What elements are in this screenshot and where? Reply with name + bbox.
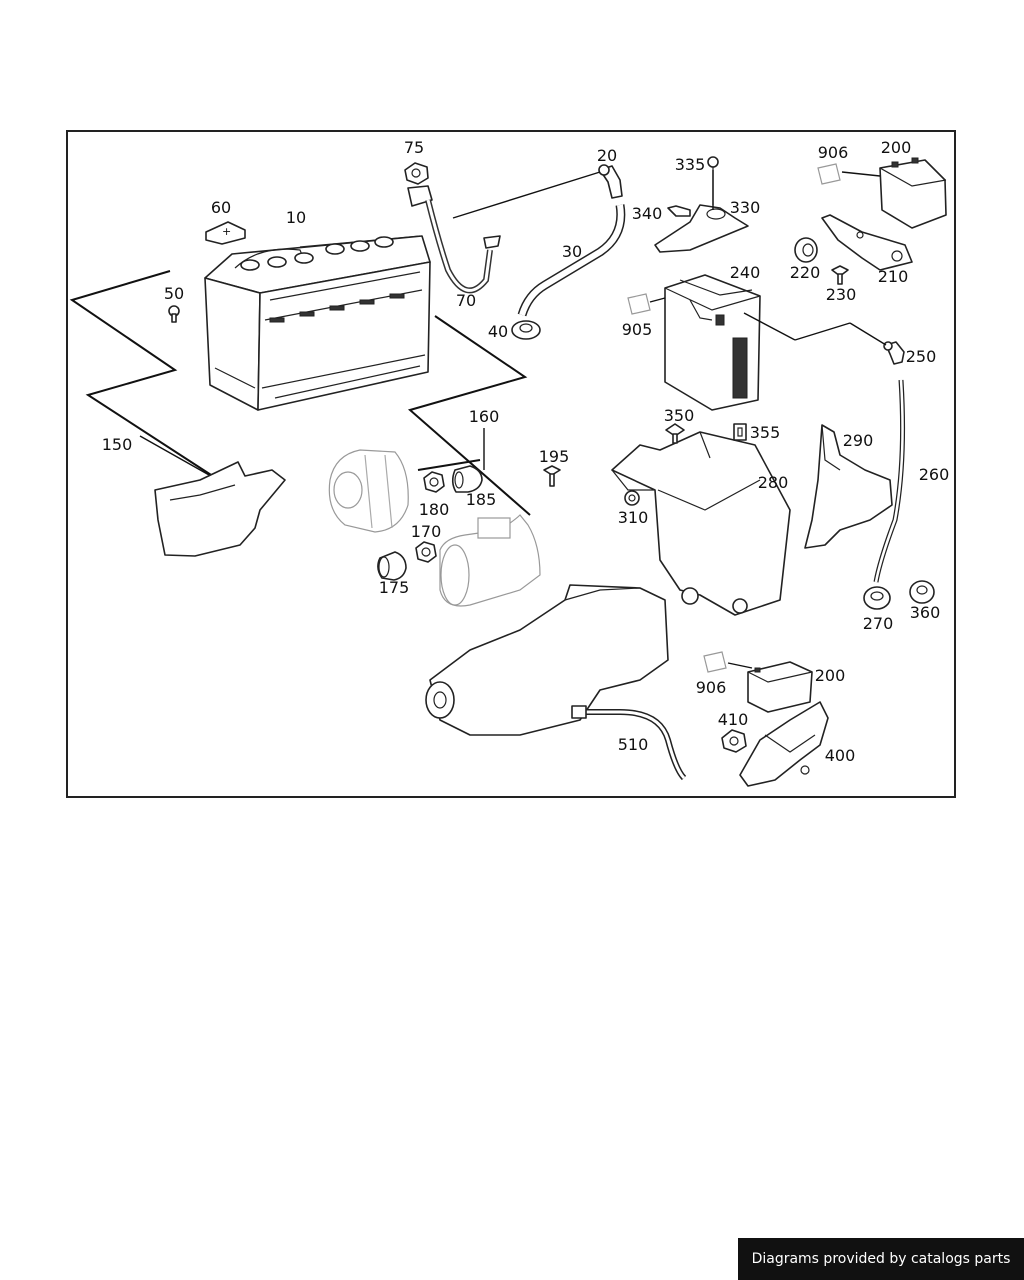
callout-200-top: 200: [881, 138, 912, 157]
vent-elbow-250: [883, 341, 905, 365]
bushing-175: [377, 551, 407, 581]
svg-text:+: +: [222, 225, 231, 238]
callout-330: 330: [730, 198, 761, 217]
bushing-185: [451, 465, 483, 493]
callout-175: 175: [379, 578, 410, 597]
callout-20: 20: [597, 146, 617, 165]
callout-75: 75: [404, 138, 424, 157]
vent-elbow-20: [598, 164, 623, 199]
label-906-top: [817, 163, 841, 185]
nut-180: [423, 471, 445, 493]
lead-906-top: [841, 171, 881, 177]
ground-cable-70: [407, 185, 501, 294]
starter: [439, 514, 541, 607]
bracket-210: [821, 214, 913, 271]
nut-170: [415, 541, 437, 563]
callout-185: 185: [466, 490, 497, 509]
nut-75: [404, 162, 429, 185]
clip-355: [733, 423, 747, 441]
callout-410: 410: [718, 710, 749, 729]
bracket-330: [654, 156, 749, 253]
lead-20-70: [452, 171, 601, 219]
grommet-220: [794, 237, 818, 263]
callout-360: 360: [910, 603, 941, 622]
callout-210: 210: [878, 267, 909, 286]
alternator: [328, 449, 409, 533]
callout-150: 150: [102, 435, 133, 454]
callout-160: 160: [469, 407, 500, 426]
aux-battery-top: [879, 157, 947, 229]
callout-60: 60: [211, 198, 231, 217]
callout-400: 400: [825, 746, 856, 765]
callout-270: 270: [863, 614, 894, 633]
lead-250: [849, 322, 887, 346]
callout-280: 280: [758, 473, 789, 492]
callout-906-bottom: 906: [696, 678, 727, 697]
group-line-160: [417, 459, 481, 471]
lead-906-bottom: [727, 662, 753, 669]
ground-cable-510: [571, 705, 687, 781]
grommet-40: [511, 320, 541, 340]
callout-355: 355: [750, 423, 781, 442]
terminal-cover: [205, 221, 246, 245]
callout-170: 170: [411, 522, 442, 541]
callout-340: 340: [632, 204, 663, 223]
bracket-290: [804, 424, 893, 549]
lead-905: [649, 297, 666, 303]
callout-906-top: 906: [818, 143, 849, 162]
callout-195: 195: [539, 447, 570, 466]
battery-tray-280: [611, 431, 791, 616]
callout-50: 50: [164, 284, 184, 303]
vent-hose-30: [517, 204, 626, 317]
lead-240b: [794, 322, 851, 341]
grommet-270: [863, 586, 891, 610]
fuse-box-150: [154, 461, 286, 557]
callout-250: 250: [906, 347, 937, 366]
aux-battery-bottom: [747, 661, 813, 713]
nut-310: [624, 490, 640, 506]
main-battery: [204, 235, 431, 411]
bracket-400: [739, 701, 829, 787]
screw-230: [831, 265, 849, 285]
callout-290: 290: [843, 431, 874, 450]
callout-240: 240: [730, 263, 761, 282]
callout-200-bottom: 200: [815, 666, 846, 685]
callout-180: 180: [419, 500, 450, 519]
lead-240: [743, 312, 796, 341]
callout-350: 350: [664, 406, 695, 425]
nut-410: [721, 729, 747, 753]
battery-240: [664, 274, 761, 411]
callout-260: 260: [919, 465, 950, 484]
callout-40: 40: [488, 322, 508, 341]
callout-905: 905: [622, 320, 653, 339]
callout-230: 230: [826, 285, 857, 304]
callout-70: 70: [456, 291, 476, 310]
callout-310: 310: [618, 508, 649, 527]
label-905: [627, 293, 651, 315]
callout-510: 510: [618, 735, 649, 754]
screw-350: [665, 423, 685, 444]
callout-10: 10: [286, 208, 306, 227]
credit-badge[interactable]: Diagrams provided by catalogs parts: [738, 1238, 1024, 1280]
screw-195: [543, 465, 561, 487]
screw-50: [168, 305, 180, 323]
group-line-battery: [69, 270, 226, 485]
engine-transmission: [425, 584, 669, 736]
callout-335: 335: [675, 155, 706, 174]
label-906-bottom: [703, 651, 727, 673]
callout-30: 30: [562, 242, 582, 261]
grommet-360: [909, 580, 935, 604]
callout-220: 220: [790, 263, 821, 282]
